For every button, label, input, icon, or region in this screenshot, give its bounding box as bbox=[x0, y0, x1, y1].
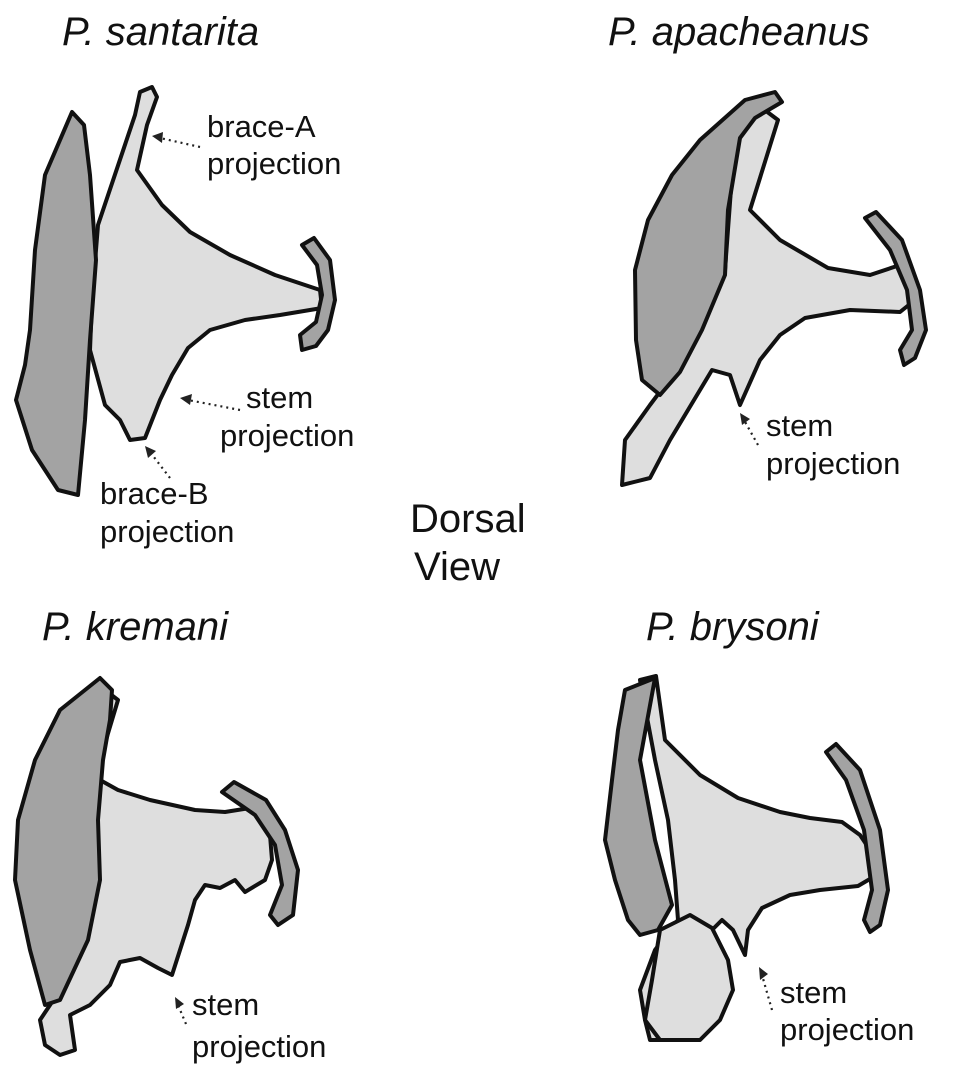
center-label-line1: Dorsal bbox=[410, 497, 526, 541]
svg-text:projection: projection bbox=[100, 514, 234, 549]
panel-kremani: P. kremani stem projection bbox=[15, 605, 326, 1064]
svg-text:stem: stem bbox=[780, 975, 847, 1010]
svg-text:projection: projection bbox=[207, 146, 341, 181]
center-label: Dorsal View bbox=[410, 497, 526, 589]
santarita-brace-a-arrow bbox=[160, 138, 200, 147]
santarita-left-plate bbox=[16, 112, 96, 495]
svg-text:brace-A: brace-A bbox=[207, 109, 316, 144]
svg-text:stem: stem bbox=[246, 380, 313, 415]
center-label-line2: View bbox=[414, 545, 500, 589]
panel-title-apacheanus: P. apacheanus bbox=[608, 10, 870, 54]
svg-text:projection: projection bbox=[766, 446, 900, 481]
brysoni-lower-lobe bbox=[645, 915, 733, 1040]
panel-brysoni: P. brysoni stem projection bbox=[605, 605, 914, 1047]
santarita-stem-arrow bbox=[188, 400, 240, 410]
brysoni-stem-label: stem projection bbox=[759, 967, 914, 1047]
santarita-brace-b-label: brace-B projection bbox=[100, 446, 234, 549]
panel-apacheanus: P. apacheanus stem projection bbox=[608, 10, 926, 485]
svg-text:projection: projection bbox=[220, 418, 354, 453]
panel-title-kremani: P. kremani bbox=[42, 605, 229, 649]
brysoni-stem-arrow bbox=[762, 975, 772, 1010]
santarita-brace-a-label: brace-A projection bbox=[152, 109, 341, 181]
svg-text:brace-B: brace-B bbox=[100, 476, 209, 511]
apacheanus-stem-arrow bbox=[744, 420, 758, 445]
apacheanus-stem-label: stem projection bbox=[740, 408, 900, 481]
svg-text:stem: stem bbox=[192, 987, 259, 1022]
svg-text:stem: stem bbox=[766, 408, 833, 443]
panel-title-santarita: P. santarita bbox=[62, 10, 259, 54]
svg-text:projection: projection bbox=[780, 1012, 914, 1047]
santarita-brace-b-arrow bbox=[150, 452, 170, 478]
kremani-stem-label: stem projection bbox=[175, 987, 326, 1064]
kremani-stem-arrow bbox=[178, 1005, 186, 1024]
svg-text:projection: projection bbox=[192, 1029, 326, 1064]
panel-santarita: P. santarita brace-A projection stem pro… bbox=[16, 10, 354, 549]
santarita-stem-label: stem projection bbox=[180, 380, 354, 453]
panel-title-brysoni: P. brysoni bbox=[646, 605, 820, 649]
